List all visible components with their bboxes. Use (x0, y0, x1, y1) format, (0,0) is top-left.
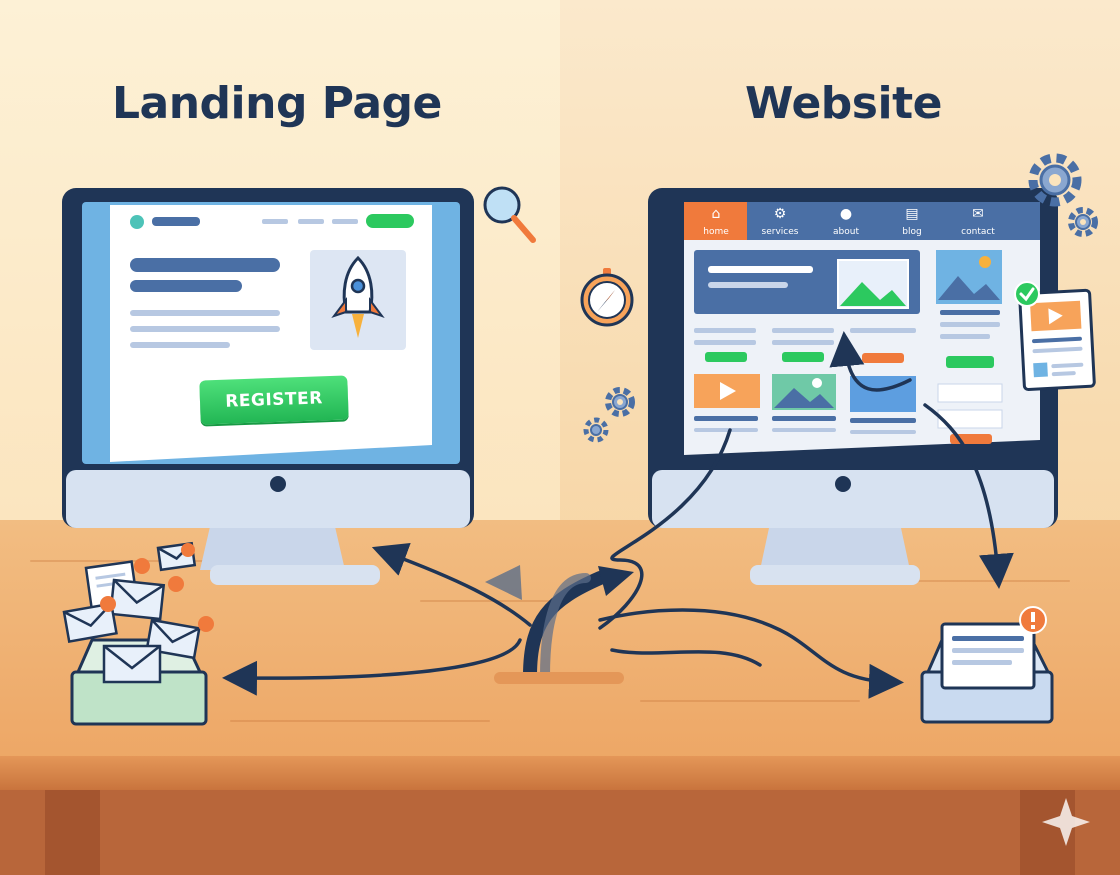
alert-icon (100, 543, 214, 632)
wood-grain (30, 560, 210, 562)
gear-icon (583, 417, 609, 443)
sparkle-icon (1042, 798, 1090, 846)
mail-icon: ✉ (972, 206, 984, 222)
website-title: Website (745, 78, 942, 129)
gear-icon: ⚙ (773, 206, 787, 222)
compass-icon (580, 268, 634, 327)
home-icon: ⌂ (711, 206, 721, 222)
desk-leg-left (45, 790, 100, 875)
decision-arc (485, 565, 634, 684)
person-icon: ● (839, 206, 853, 222)
wood-grain (230, 720, 490, 722)
alert-icon (1019, 606, 1047, 634)
rocket-icon (331, 255, 385, 338)
flow-arrows (222, 331, 1014, 699)
nav-item-services[interactable]: ⚙ services (749, 202, 811, 240)
document-icon: ▤ (905, 206, 919, 222)
desk-edge (0, 756, 1120, 790)
gear-icon (1028, 153, 1082, 207)
magnifier-icon (483, 186, 536, 243)
envelope-icon (62, 602, 118, 643)
desk-front (0, 790, 1120, 875)
nav-item-contact[interactable]: ✉ contact (947, 202, 1009, 240)
gear-icon (605, 387, 635, 417)
inbox-tray-right (920, 622, 1054, 724)
wood-grain (420, 600, 560, 602)
media-card (1018, 288, 1096, 392)
website-screen-content (694, 250, 1003, 444)
register-button[interactable]: REGISTER (199, 375, 349, 425)
nav-item-about[interactable]: ● about (815, 202, 877, 240)
envelope-icon (102, 644, 162, 684)
wood-grain (640, 700, 860, 702)
envelope-icon (109, 578, 166, 621)
check-badge-icon (1014, 281, 1040, 307)
nav-item-home[interactable]: ⌂ home (685, 202, 747, 240)
nav-item-blog[interactable]: ▤ blog (881, 202, 943, 240)
landing-page-title: Landing Page (112, 78, 442, 129)
gear-icon (1068, 207, 1098, 237)
